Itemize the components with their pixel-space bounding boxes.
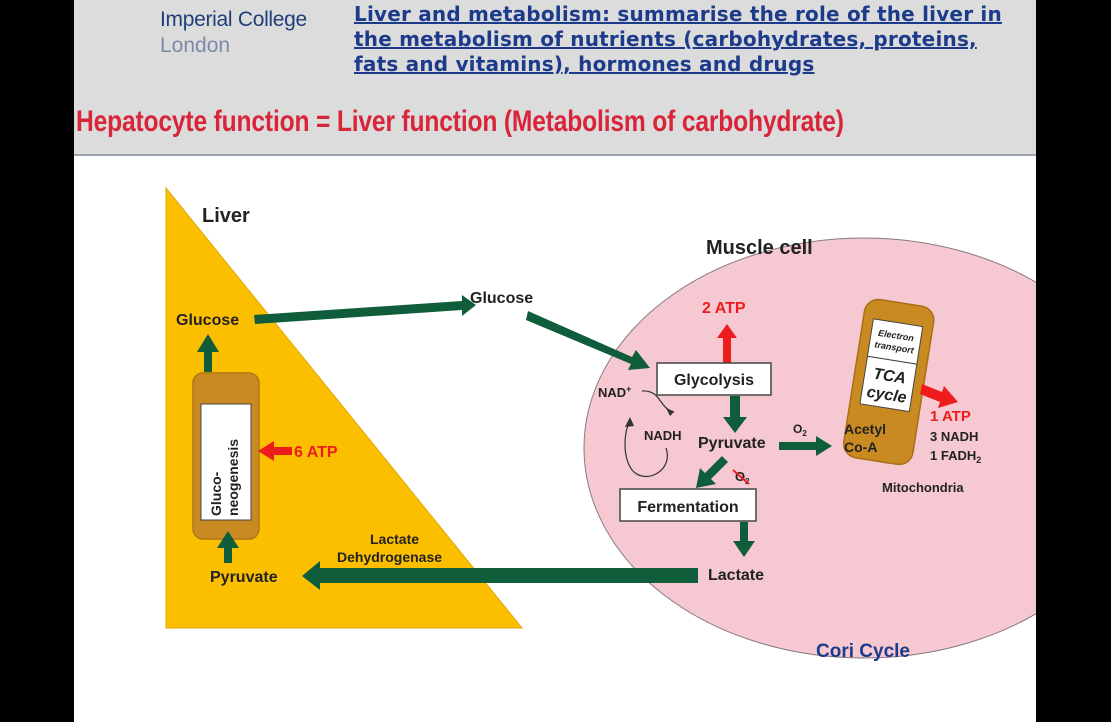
tca-atp-arrow	[920, 384, 958, 408]
lactate-label: Lactate	[708, 567, 764, 584]
cori-cycle-caption: Cori Cycle	[816, 641, 910, 662]
slide: Imperial College London Liver and metabo…	[74, 0, 1036, 722]
pyruvate-up-arrow	[217, 531, 239, 563]
acetyl-line-2: Co-A	[844, 439, 877, 455]
objective-line-1: Liver and metabolism: summarise the role…	[354, 2, 1002, 26]
glycolysis-atp-label: 2 ATP	[702, 300, 746, 317]
pyruvate-label: Pyruvate	[698, 435, 766, 452]
gluconeogenesis-atp-label: 6 ATP	[294, 444, 338, 461]
o2-label: O2	[793, 422, 807, 438]
cori-cycle-diagram: Liver Muscle cell Glucose Glucose Gluco-…	[165, 186, 1036, 662]
pyruvate-to-acetyl-arrow	[779, 436, 832, 456]
tca-line-2: cycle	[865, 384, 907, 407]
gluconeogenesis-up-arrow	[197, 334, 219, 372]
fermentation-label: Fermentation	[637, 499, 738, 516]
ldh-line-2: Dehydrogenase	[337, 549, 442, 565]
objective-line-3: fats and vitamins), hormones and drugs	[354, 52, 815, 76]
nadh-recycle-arrowhead	[625, 417, 634, 427]
liver-glucose-label: Glucose	[176, 312, 239, 329]
transport-glucose-label: Glucose	[470, 290, 533, 307]
tca-atp-label: 1 ATP	[930, 408, 971, 425]
fermentation-box	[619, 488, 757, 522]
gluconeogenesis-line-2: neogenesis	[225, 439, 241, 516]
glycolysis-label: Glycolysis	[674, 372, 754, 389]
ldh-line-1: Lactate	[370, 531, 419, 547]
logo-imperial: Imperial College	[160, 8, 307, 31]
tca-box	[859, 355, 918, 413]
nadh-recycle-arrow	[624, 419, 668, 477]
nad-plus-label: NAD+	[598, 384, 631, 400]
acetyl-line-1: Acetyl	[844, 421, 886, 437]
no-o2-cross	[732, 469, 750, 485]
liver-label: Liver	[202, 205, 250, 227]
glycolysis-box	[656, 362, 772, 396]
fermentation-down-arrow	[733, 522, 755, 557]
gluconeogenesis-line-1: Gluco-	[208, 471, 224, 516]
nadh-label: NADH	[644, 428, 682, 443]
gluconeogenesis-atp-arrow	[258, 441, 292, 461]
glycolysis-atp-arrow	[717, 324, 737, 363]
lactate-return-arrow	[302, 561, 698, 590]
pyruvate-to-fermentation-arrow	[696, 456, 728, 488]
tca-line-1: TCA	[872, 366, 907, 388]
glucose-uptake-arrow	[526, 311, 650, 370]
learning-objective[interactable]: Liver and metabolism: summarise the role…	[354, 2, 1034, 77]
mitochondria-label: Mitochondria	[882, 480, 964, 495]
nad-curve-arrowhead	[666, 408, 674, 416]
muscle-cell-label: Muscle cell	[706, 237, 813, 259]
glucose-export-arrow	[254, 295, 476, 324]
glycolysis-down-arrow	[723, 396, 747, 433]
objective-line-2: the metabolism of nutrients (carbohydrat…	[354, 27, 977, 51]
liver-pyruvate-label: Pyruvate	[210, 569, 278, 586]
slide-title: Hepatocyte function = Liver function (Me…	[76, 105, 844, 138]
tca-fadh-label: 1 FADH2	[930, 448, 981, 465]
gluconeogenesis-box	[200, 403, 252, 521]
logo-london: London	[160, 34, 231, 57]
tca-nadh-label: 3 NADH	[930, 429, 978, 444]
slide-header: Imperial College London Liver and metabo…	[74, 0, 1036, 156]
